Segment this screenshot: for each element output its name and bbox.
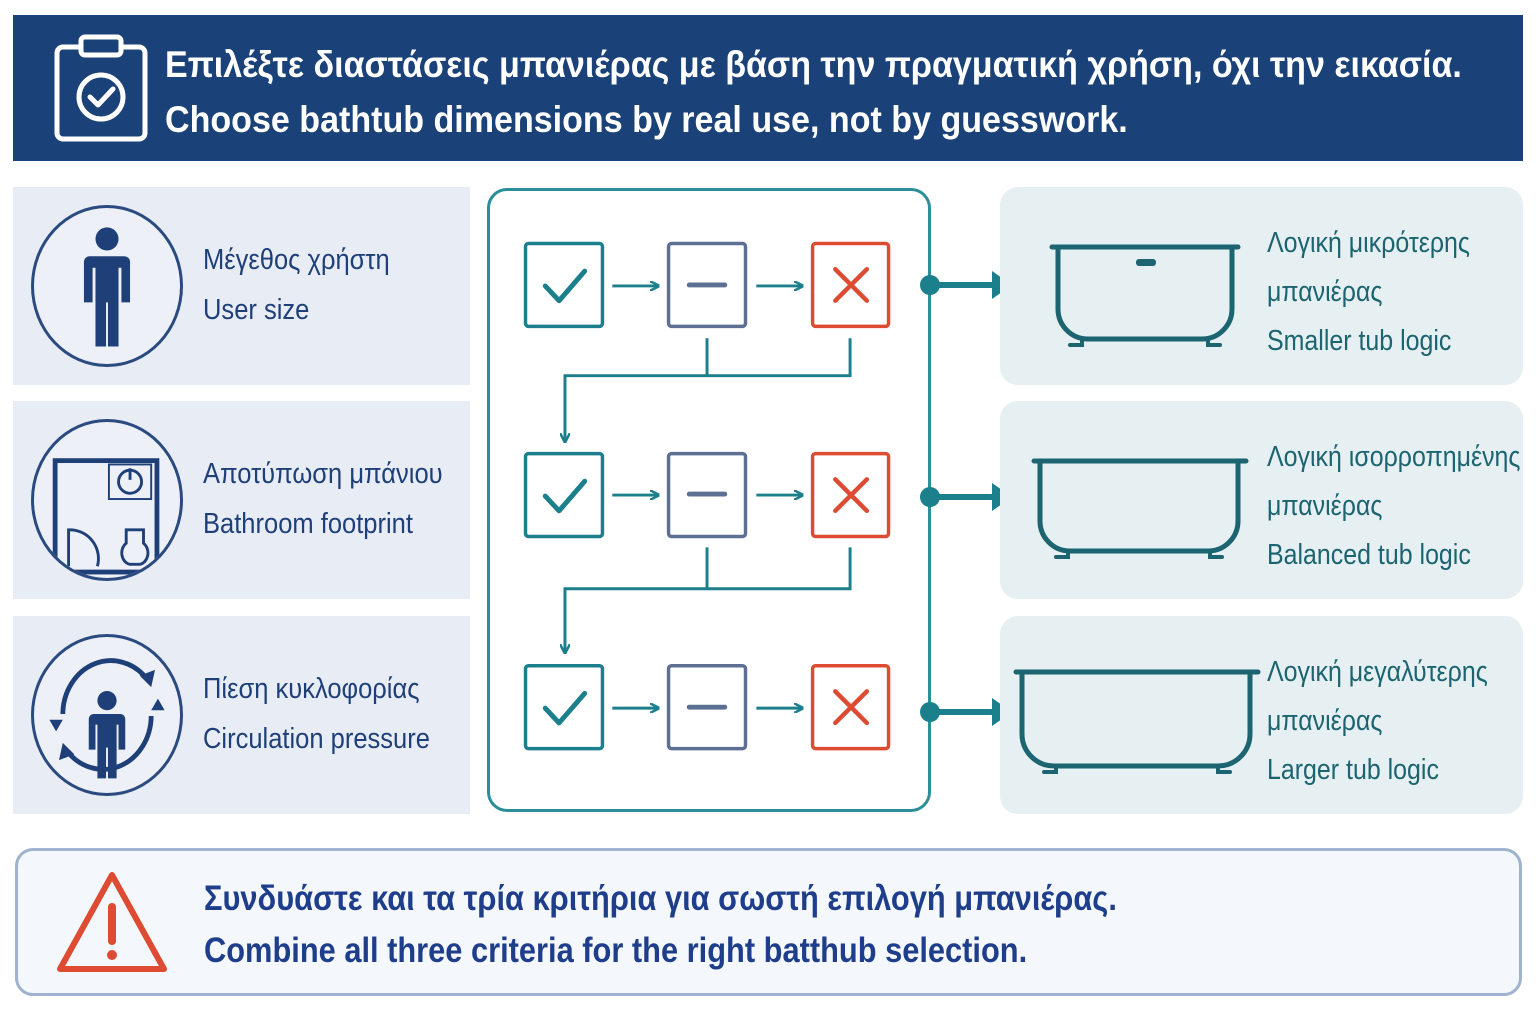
outcome-line-3: Smaller tub logic	[1267, 325, 1452, 357]
clipboard-check-icon	[54, 34, 148, 142]
cross-icon	[810, 451, 891, 539]
decision-flow-diagram	[523, 241, 891, 751]
outcome-line-3: Balanced tub logic	[1267, 539, 1471, 571]
outcome-larger-tub: Λογική μεγαλύτερης μπανιέρας Larger tub …	[1000, 616, 1523, 814]
outcome-line-1: Λογική ισορροπημένης	[1267, 441, 1521, 473]
check-icon	[523, 241, 605, 329]
criterion-user-size: Μέγεθος χρήστη User size	[13, 187, 470, 385]
footer-message-english: Combine all three criteria for the right…	[204, 931, 1028, 970]
decision-flow-panel	[487, 188, 931, 812]
criterion-label-greek: Πίεση κυκλοφορίας	[203, 673, 420, 705]
outcome-line-2: μπανιέρας	[1267, 490, 1383, 522]
outcome-smaller-tub: Λογική μικρότερης μπανιέρας Smaller tub …	[1000, 187, 1523, 385]
warning-icon	[57, 872, 167, 972]
criterion-circulation-pressure: Πίεση κυκλοφορίας Circulation pressure	[13, 616, 470, 814]
small-bathtub-icon	[1049, 244, 1241, 347]
flow-row-2	[523, 451, 891, 652]
footer-note: Συνδυάστε και τα τρία κριτήρια για σωστή…	[15, 848, 1522, 996]
person-icon	[83, 227, 131, 347]
check-icon	[523, 451, 605, 539]
page-title: Επιλέξτε διαστάσεις μπανιέρας με βάση τη…	[165, 37, 1462, 147]
title-greek: Επιλέξτε διαστάσεις μπανιέρας με βάση τη…	[165, 44, 1462, 85]
check-icon	[523, 664, 605, 751]
output-arrow-2	[920, 483, 1012, 511]
outcome-balanced-tub: Λογική ισορροπημένης μπανιέρας Balanced …	[1000, 401, 1523, 599]
criterion-icon-circle	[31, 634, 183, 796]
outcome-line-3: Larger tub logic	[1267, 754, 1439, 786]
criterion-bathroom-footprint: Αποτύπωση μπάνιου Bathroom footprint	[13, 401, 470, 599]
header-banner: Επιλέξτε διαστάσεις μπανιέρας με βάση τη…	[13, 15, 1523, 161]
footer-message-greek: Συνδυάστε και τα τρία κριτήρια για σωστή…	[204, 879, 1117, 918]
criterion-label-english: User size	[203, 294, 310, 326]
flow-row-3	[523, 664, 891, 751]
flow-connector	[565, 547, 852, 652]
cross-icon	[810, 664, 891, 751]
flow-row-1	[523, 241, 891, 441]
title-english: Choose bathtub dimensions by real use, n…	[165, 99, 1128, 140]
outcome-line-2: μπανιέρας	[1267, 276, 1383, 308]
criterion-label-english: Bathroom footprint	[203, 508, 413, 540]
criterion-label-greek: Μέγεθος χρήστη	[203, 244, 390, 276]
dash-icon	[666, 451, 748, 539]
outcome-line-1: Λογική μικρότερης	[1267, 227, 1470, 259]
flow-connector	[565, 338, 852, 441]
cross-icon	[810, 241, 891, 329]
medium-bathtub-icon	[1031, 458, 1249, 559]
outcome-line-1: Λογική μεγαλύτερης	[1267, 656, 1488, 688]
circulation-icon	[49, 658, 165, 779]
dash-icon	[666, 664, 748, 751]
floor-plan-icon	[52, 458, 160, 575]
criterion-icon-circle	[31, 419, 183, 581]
criterion-label-greek: Αποτύπωση μπάνιου	[203, 458, 443, 490]
dash-icon	[666, 241, 748, 329]
criterion-icon-circle	[31, 205, 183, 367]
criterion-label-english: Circulation pressure	[203, 723, 430, 755]
outcome-line-2: μπανιέρας	[1267, 705, 1383, 737]
large-bathtub-icon	[1013, 669, 1261, 774]
